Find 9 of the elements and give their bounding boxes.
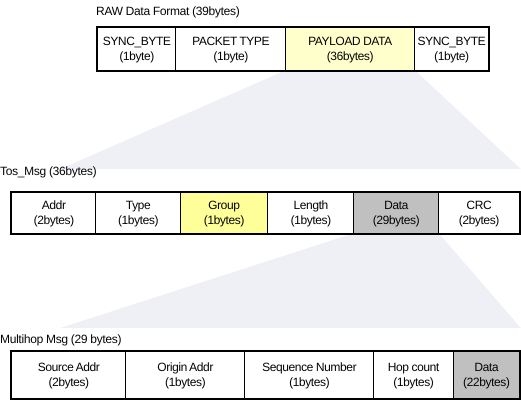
field-cell: Group (1bytes) (180, 193, 268, 233)
field-cell: Data (29bytes) (354, 193, 439, 233)
field-cell: PAYLOAD DATA (36bytes) (286, 28, 415, 70)
expansion-fan (60, 233, 521, 328)
field-cell: Data (22bytes) (454, 352, 519, 398)
format-heading: RAW Data Format (39bytes) (96, 4, 240, 18)
expansion-fan (60, 70, 521, 169)
format-heading: Tos_Msg (36bytes) (0, 164, 96, 178)
format-heading: Multihop Msg (29 bytes) (0, 332, 122, 346)
